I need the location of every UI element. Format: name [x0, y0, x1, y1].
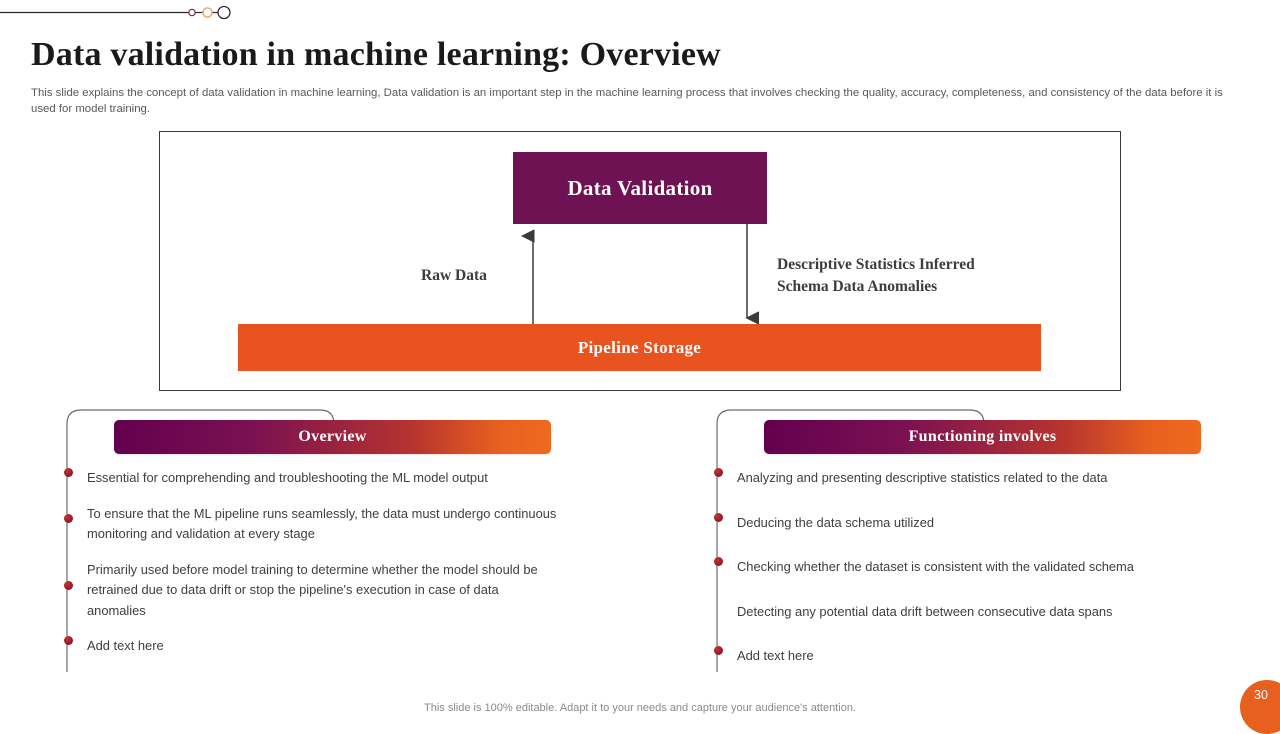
section-header-functioning: Functioning involves: [764, 420, 1201, 454]
list-item-text: Deducing the data schema utilized: [737, 514, 935, 530]
list-item: Detecting any potential data drift betwe…: [714, 602, 1254, 623]
list-item: Analyzing and presenting descriptive sta…: [714, 468, 1254, 489]
page-title: Data validation in machine learning: Ove…: [31, 36, 721, 73]
page-number: 30: [1254, 688, 1268, 702]
raw-data-label: Raw Data: [421, 267, 487, 284]
pipeline-storage-box: Pipeline Storage: [238, 324, 1041, 371]
list-item-text: Detecting any potential data drift betwe…: [737, 603, 1113, 619]
footer-note: This slide is 100% editable. Adapt it to…: [424, 702, 856, 714]
list-item: Checking whether the dataset is consiste…: [714, 557, 1254, 578]
decoration-circle-small: [188, 8, 196, 17]
list-item-text: Primarily used before model training to …: [87, 561, 538, 618]
list-item-text: Analyzing and presenting descriptive sta…: [737, 470, 1108, 485]
bullet-dot-icon: [714, 646, 723, 655]
section-header-overview: Overview: [114, 420, 551, 454]
section-title-overview: Overview: [298, 428, 367, 445]
top-decoration: [0, 5, 231, 20]
bullet-list-overview: Essential for comprehending and troubles…: [64, 468, 604, 672]
section-title-functioning: Functioning involves: [908, 428, 1057, 445]
section-functioning: Functioning involves Analyzing and prese…: [714, 406, 1274, 681]
outputs-label-line-2: Schema Data Anomalies: [777, 278, 938, 295]
bullet-list-functioning: Analyzing and presenting descriptive sta…: [714, 468, 1254, 682]
bullet-dot-icon: [64, 468, 73, 477]
list-item: Deducing the data schema utilized: [714, 512, 1254, 534]
list-item: Essential for comprehending and troubles…: [64, 468, 604, 489]
list-item: To ensure that the ML pipeline runs seam…: [64, 504, 604, 545]
bullet-dot-icon: [714, 512, 723, 522]
outputs-label: Descriptive Statistics Inferred Schema D…: [777, 254, 1037, 298]
section-overview: Overview Essential for comprehending and…: [64, 406, 624, 681]
list-item-text: Essential for comprehending and troubles…: [87, 470, 488, 485]
page-subtitle: This slide explains the concept of data …: [31, 87, 1223, 115]
list-item-text: To ensure that the ML pipeline runs seam…: [87, 505, 557, 542]
list-item-text: Checking whether the dataset is consiste…: [737, 559, 1134, 574]
list-item: Add text here: [64, 636, 604, 657]
pipeline-storage-label: Pipeline Storage: [577, 337, 702, 357]
page-number-badge: 30: [1240, 680, 1280, 734]
list-item: Primarily used before model training to …: [64, 560, 604, 622]
data-validation-box: Data Validation: [513, 152, 767, 224]
list-item: Add text here: [714, 646, 1254, 667]
outputs-label-line-1: Descriptive Statistics Inferred: [777, 256, 975, 273]
bullet-dot-icon: [714, 557, 723, 566]
bullet-dot-icon: [64, 580, 73, 590]
bullet-dot-icon: [64, 636, 73, 645]
list-item-text: Add text here: [87, 638, 164, 653]
decoration-circle-medium: [202, 7, 213, 18]
bullet-dot-icon: [714, 468, 723, 477]
list-item-text: Add text here: [737, 648, 814, 663]
decoration-circle-large: [217, 5, 231, 20]
bullet-dot-icon: [64, 513, 73, 523]
data-validation-label: Data Validation: [567, 175, 713, 200]
